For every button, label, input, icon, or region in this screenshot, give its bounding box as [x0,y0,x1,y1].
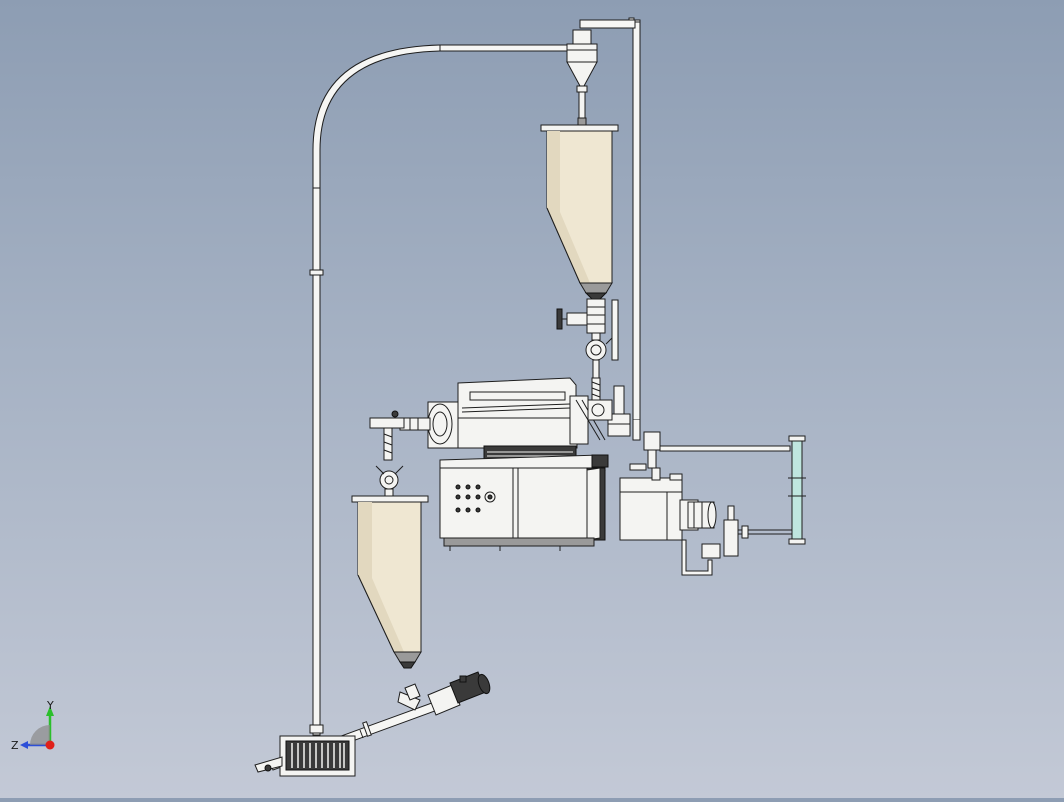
return-pipe[interactable] [579,17,641,441]
feed-hopper-grate[interactable] [254,735,356,777]
z-axis-head [20,741,28,749]
left-discharge-valve[interactable] [369,410,405,498]
z-axis-label: Z [11,739,19,752]
vertical-screw-feeder[interactable] [591,377,631,437]
upper-hopper[interactable] [540,124,619,308]
main-machine-housing[interactable] [399,377,613,551]
coordinate-triad[interactable]: Y Z [11,699,55,752]
y-axis-label: Y [46,699,54,712]
control-panel-buttons[interactable] [455,484,496,513]
lower-hopper[interactable] [351,495,429,669]
y-axis-head [46,706,54,716]
x-axis-dot [45,740,55,750]
cyclone-separator[interactable] [566,29,598,126]
pump-motor-unit[interactable] [619,431,795,576]
upper-valve-assembly[interactable] [556,306,613,379]
triad-plane [30,725,50,745]
sight-glass-column[interactable] [659,435,806,545]
